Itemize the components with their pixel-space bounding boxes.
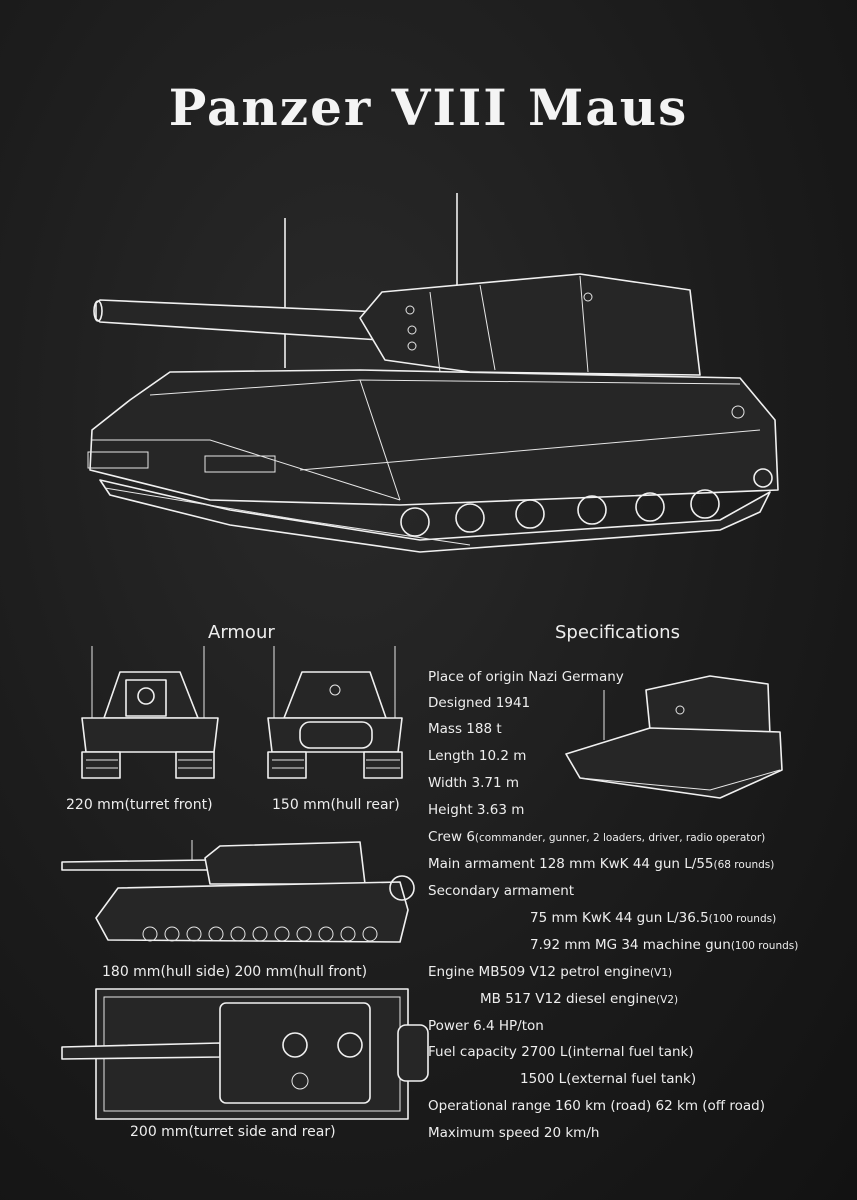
spec-engine-2-note: (V2) (656, 994, 679, 1006)
spec-width: Width 3.71 m (428, 775, 520, 791)
spec-crew: Crew 6(commander, gunner, 2 loaders, dri… (428, 829, 765, 845)
tank-front-view (81, 646, 219, 779)
spec-engine-1-note: (V1) (650, 967, 673, 979)
tank-perspective-drawing (87, 193, 779, 553)
turret-front-caption: 220 mm(turret front) (66, 797, 213, 813)
spec-origin: Place of origin Nazi Germany (428, 669, 624, 685)
spec-crew-value: Crew 6 (428, 829, 475, 845)
spec-crew-note: (commander, gunner, 2 loaders, driver, r… (474, 832, 766, 844)
tank-rear-view (267, 646, 403, 779)
tank-top-view (61, 988, 429, 1120)
spec-main-armament: Main armament 128 mm KwK 44 gun L/55(68 … (428, 856, 774, 872)
spec-range: Operational range 160 km (road) 62 km (o… (428, 1098, 766, 1114)
poster-title: Panzer VIII Maus (168, 78, 689, 137)
spec-main-armament-value: Main armament 128 mm KwK 44 gun L/55 (428, 856, 714, 872)
tank-side-view (61, 840, 415, 943)
spec-length: Length 10.2 m (428, 748, 527, 764)
spec-main-armament-note: (68 rounds) (713, 859, 775, 871)
spec-engine-2-value: MB 517 V12 diesel engine (480, 991, 657, 1007)
tank-small-perspective-drawing (565, 675, 783, 799)
spec-engine-1-value: Engine MB509 V12 petrol engine (428, 964, 650, 980)
spec-designed: Designed 1941 (428, 695, 531, 711)
armour-heading: Armour (208, 622, 275, 643)
turret-side-rear-caption: 200 mm(turret side and rear) (130, 1124, 336, 1140)
spec-mass: Mass 188 t (428, 721, 502, 737)
spec-height: Height 3.63 m (428, 802, 525, 818)
spec-secondary-1-note: (100 rounds) (708, 913, 777, 925)
spec-secondary-1-value: 75 mm KwK 44 gun L/36.5 (530, 910, 709, 926)
spec-fuel-external: 1500 L(external fuel tank) (520, 1071, 697, 1087)
spec-secondary-label: Secondary armament (428, 883, 575, 899)
spec-power: Power 6.4 HP/ton (428, 1018, 544, 1034)
hull-rear-caption: 150 mm(hull rear) (272, 797, 400, 813)
hull-side-front-caption: 180 mm(hull side) 200 mm(hull front) (102, 964, 368, 980)
spec-engine-2: MB 517 V12 diesel engine(V2) (480, 991, 678, 1007)
specifications-heading: Specifications (555, 622, 680, 643)
spec-secondary-2: 7.92 mm MG 34 machine gun(100 rounds) (530, 937, 798, 953)
spec-speed: Maximum speed 20 km/h (428, 1125, 600, 1141)
spec-engine-1: Engine MB509 V12 petrol engine(V1) (428, 964, 672, 980)
spec-fuel-internal: Fuel capacity 2700 L(internal fuel tank) (428, 1044, 694, 1060)
spec-secondary-2-value: 7.92 mm MG 34 machine gun (530, 937, 731, 953)
spec-secondary-2-note: (100 rounds) (730, 940, 799, 952)
spec-secondary-1: 75 mm KwK 44 gun L/36.5(100 rounds) (530, 910, 776, 926)
